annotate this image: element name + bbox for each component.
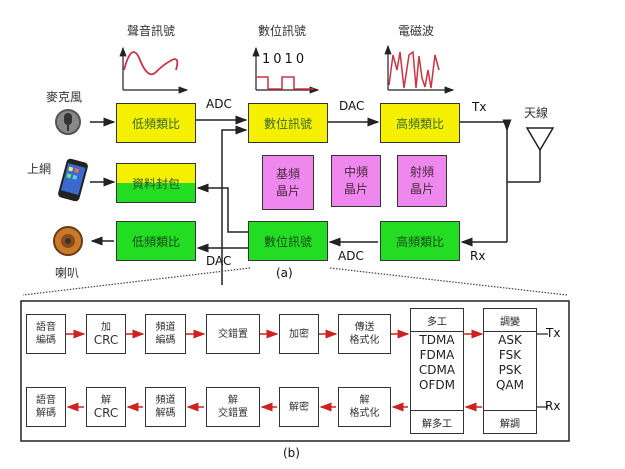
antenna-label: 天線 (524, 106, 549, 120)
part-b-frame (20, 300, 570, 442)
internet-label: 上網 (27, 162, 52, 176)
modulation-methods: ASK FSK PSK QAM (484, 333, 536, 393)
multiplex-block: 多工 TDMA FDMA CDMA OFDM 解多工 (410, 308, 464, 434)
method-qam: QAM (495, 378, 524, 392)
demodulation-footer: 解調 (484, 410, 536, 433)
dac-label-rx: DAC (206, 254, 232, 268)
antenna-icon (525, 127, 555, 182)
rx-high-freq-analog-block: 高頻類比 (380, 221, 460, 261)
adc-label-rx: ADC (338, 249, 364, 263)
adc-label-tx: ADC (206, 97, 232, 111)
method-cdma: CDMA (418, 363, 456, 377)
microphone-label: 麥克風 (46, 90, 83, 104)
baseband-chip-block: 基頻晶片 (262, 155, 314, 210)
speaker-icon (53, 226, 83, 256)
method-fdma: FDMA (419, 348, 455, 362)
method-ofdm: OFDM (419, 378, 455, 392)
voice-decode-block: 語音解碼 (26, 387, 66, 427)
tx-digital-signal-block: 數位訊號 (248, 103, 328, 143)
part-b-caption: (b) (283, 446, 300, 460)
speaker-label: 喇叭 (55, 266, 80, 280)
rx-low-freq-analog-block: 低頻類比 (116, 221, 196, 261)
square-wave (256, 76, 314, 90)
rf-chip-block: 射頻晶片 (397, 155, 447, 207)
channel-decode-block: 頻道解碼 (145, 387, 186, 427)
voice-encode-block: 語音編碼 (26, 314, 66, 354)
dac-label-tx: DAC (339, 99, 365, 113)
tx-format-block: 傳送格式化 (338, 314, 391, 354)
decrypt-block: 解密 (279, 387, 319, 427)
part-b-rx-label: Rx (545, 399, 561, 413)
tx-high-freq-analog-block: 高頻類比 (380, 103, 460, 143)
data-packet-block: 資料封包 (116, 163, 196, 203)
rx-digital-signal-block: 數位訊號 (248, 221, 328, 261)
part-b-tx-label: Tx (546, 326, 561, 340)
em-wave-label: 電磁波 (398, 24, 435, 38)
if-chip-block: 中頻晶片 (331, 155, 381, 207)
sound-signal-plot (119, 46, 189, 94)
deinterleave-block: 解交錯置 (206, 387, 260, 427)
tx-low-freq-analog-block: 低頻類比 (116, 103, 196, 143)
microphone-icon (55, 109, 81, 135)
multiplex-header: 多工 (411, 309, 463, 332)
demultiplex-footer: 解多工 (411, 410, 463, 433)
sine-wave (123, 51, 179, 76)
encrypt-block: 加密 (279, 314, 319, 354)
tx-label: Tx (472, 100, 487, 114)
bits-label: 1010 (262, 52, 308, 67)
modulation-block: 調變 ASK FSK PSK QAM 解調 (483, 308, 537, 434)
modulated-wave (388, 50, 440, 89)
rx-deformat-block: 解格式化 (338, 387, 391, 427)
em-wave-plot (384, 44, 455, 94)
part-a-caption: (a) (276, 266, 293, 280)
multiplex-methods: TDMA FDMA CDMA OFDM (411, 333, 463, 393)
method-tdma: TDMA (419, 333, 455, 347)
method-fsk: FSK (498, 348, 522, 362)
smartphone-icon (58, 158, 88, 202)
digital-signal-label: 數位訊號 (258, 24, 307, 38)
interleave-block: 交錯置 (206, 314, 260, 354)
method-psk: PSK (498, 363, 522, 377)
channel-encode-block: 頻道編碼 (145, 314, 186, 354)
digital-signal-plot (252, 46, 320, 94)
rx-label: Rx (470, 249, 486, 263)
sound-signal-label: 聲音訊號 (127, 24, 176, 38)
method-ask: ASK (498, 333, 522, 347)
modulation-header: 調變 (484, 309, 536, 332)
